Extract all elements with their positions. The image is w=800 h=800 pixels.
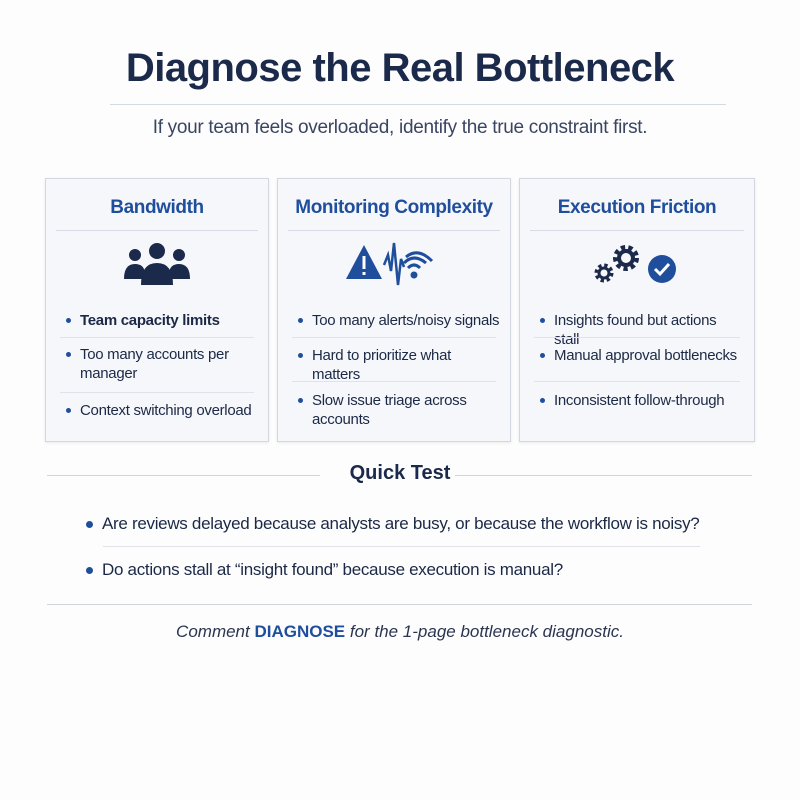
list-item: Slow issue triage across accounts — [292, 391, 500, 429]
divider — [60, 392, 254, 393]
list-item: Context switching overload — [60, 401, 258, 420]
footer-post: for the 1-page bottleneck diagnostic. — [345, 622, 624, 641]
card-monitoring-complexity: Monitoring Complexity Too many alerts/no… — [277, 178, 511, 442]
quick-test-heading: Quick Test — [349, 462, 451, 484]
gears-check-icon — [520, 239, 754, 289]
footer-cta: Comment DIAGNOSE for the 1-page bottlene… — [0, 622, 800, 642]
subtitle: If your team feels overloaded, identify … — [152, 117, 648, 138]
card-bandwidth: Bandwidth Team capacity limits Too many … — [45, 178, 269, 442]
alert-signal-icon — [278, 239, 510, 289]
quick-test-question: Do actions stall at “insight found” beca… — [82, 560, 563, 580]
divider — [534, 381, 740, 382]
card-title: Bandwidth — [110, 197, 204, 218]
divider — [292, 381, 496, 382]
divider — [103, 546, 700, 547]
divider — [530, 230, 744, 231]
divider — [47, 475, 320, 476]
quick-test-question: Are reviews delayed because analysts are… — [82, 514, 700, 534]
divider — [47, 604, 752, 605]
list-item: Inconsistent follow-through — [534, 391, 744, 410]
list-item: Hard to prioritize what matters — [292, 346, 500, 384]
cta-keyword: DIAGNOSE — [254, 622, 346, 641]
card-title: Execution Friction — [557, 197, 717, 218]
divider — [455, 475, 752, 476]
divider — [60, 337, 254, 338]
list-item: Too many accounts per manager — [60, 345, 230, 383]
divider — [292, 337, 496, 338]
divider — [56, 230, 258, 231]
footer-pre: Comment — [176, 622, 255, 641]
title-divider — [110, 104, 726, 105]
page-title: Diagnose the Real Bottleneck — [125, 46, 675, 90]
team-icon — [46, 239, 268, 289]
divider — [534, 337, 740, 338]
list-item: Manual approval bottlenecks — [534, 346, 744, 365]
card-execution-friction: Execution Friction Insights found but ac… — [519, 178, 755, 442]
divider — [288, 230, 500, 231]
list-item: Insights found but actions stall — [534, 311, 744, 349]
card-title: Monitoring Complexity — [295, 197, 493, 218]
list-item: Team capacity limits — [60, 311, 258, 330]
list-item: Too many alerts/noisy signals — [292, 311, 500, 330]
